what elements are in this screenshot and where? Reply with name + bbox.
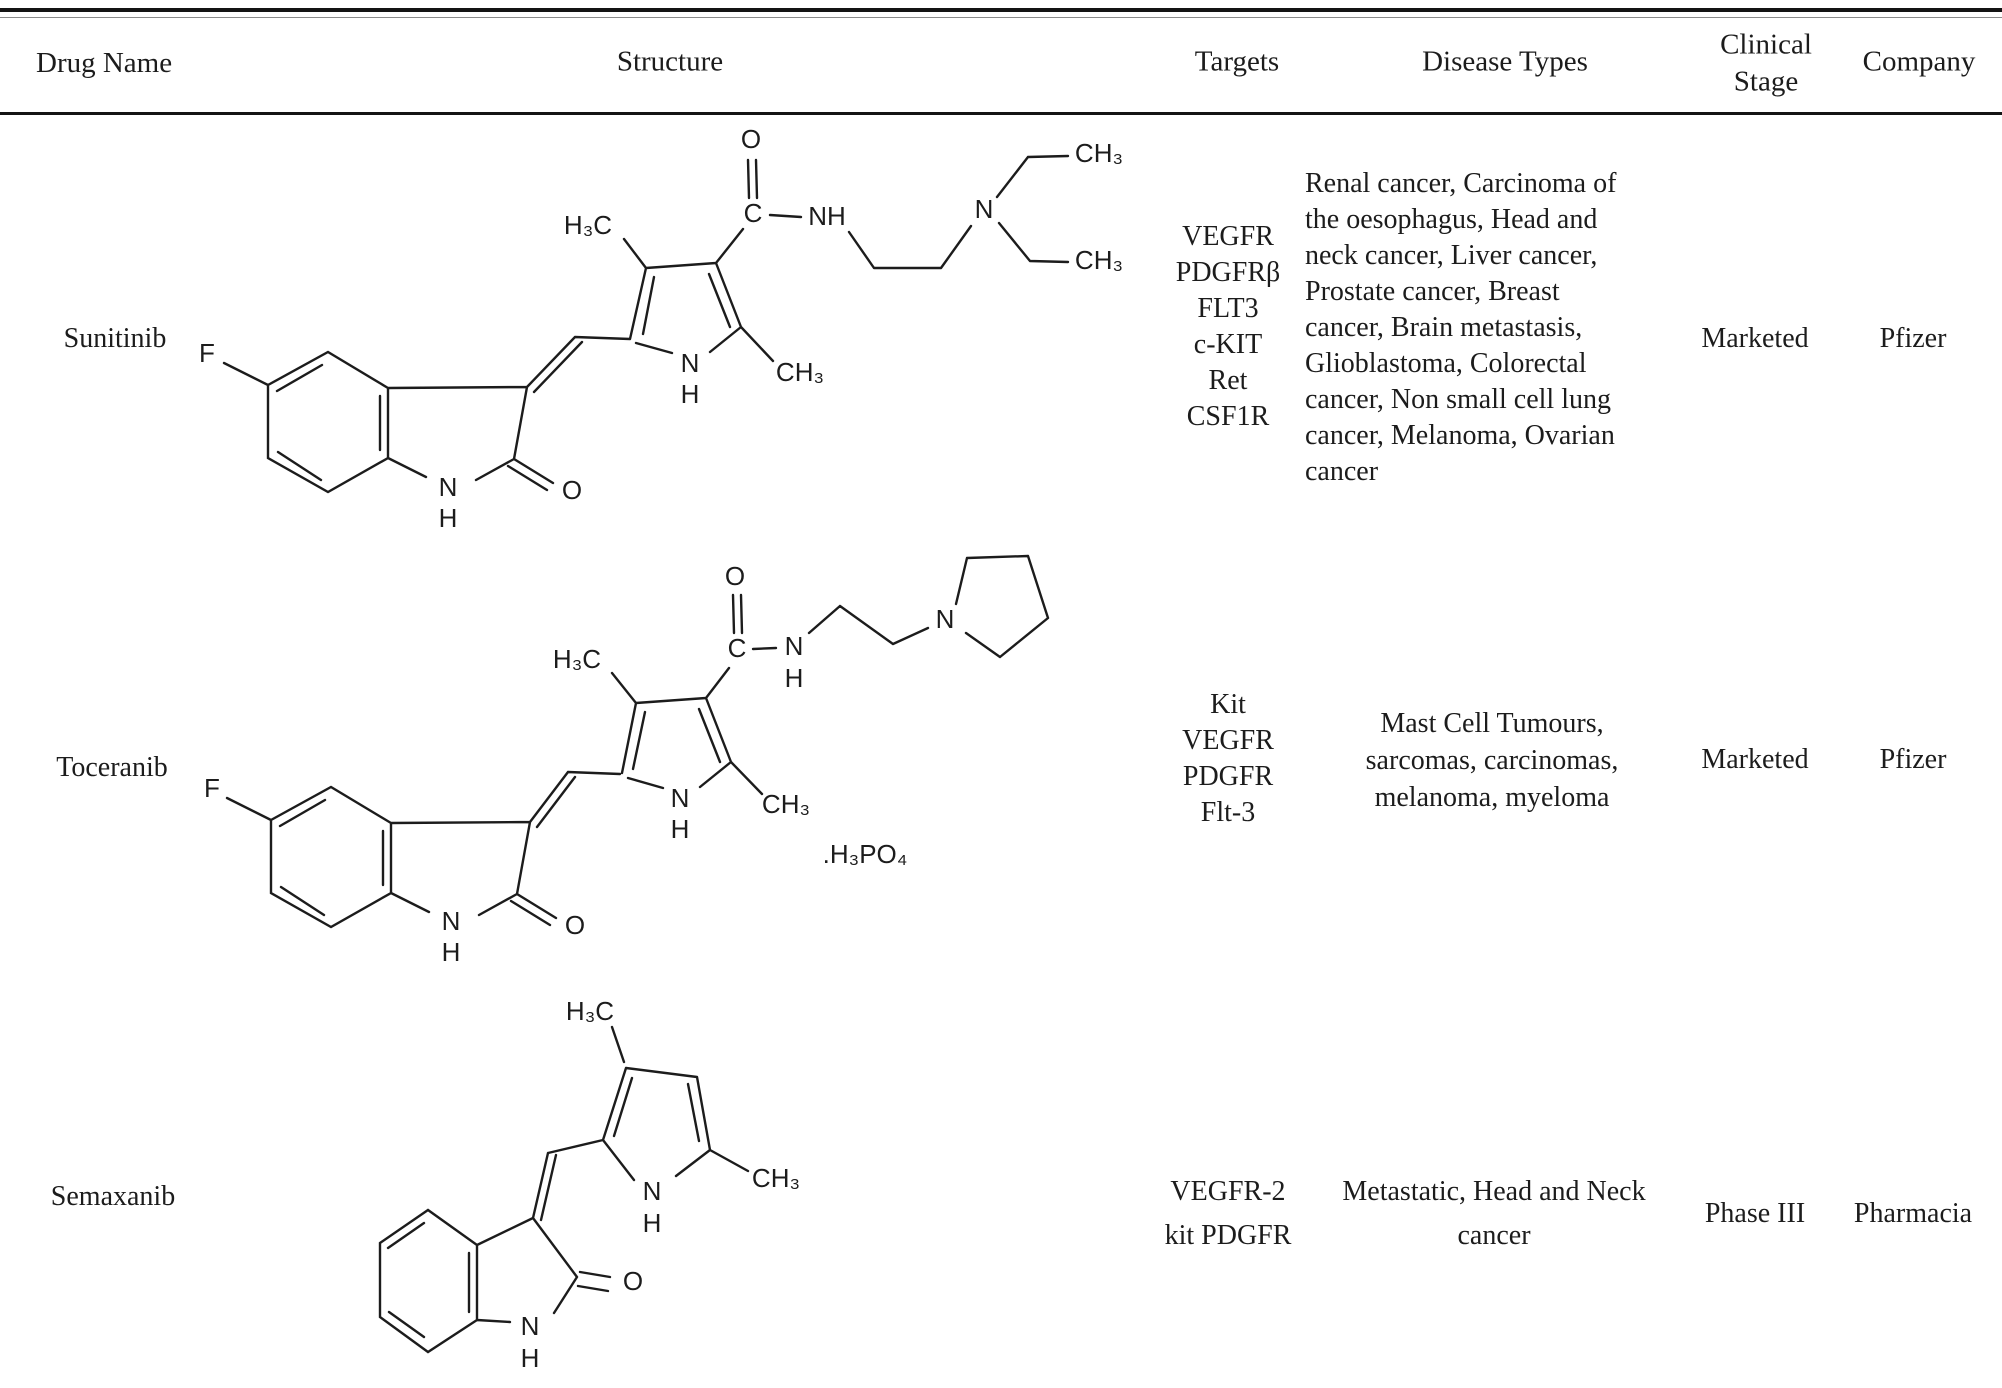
clinical-stage-semaxanib: Phase III [1704,1198,1806,1229]
methyl-label: CH₃ [1075,138,1123,168]
disease-types-toceranib: Mast Cell Tumours, sarcomas, carcinomas,… [1366,705,1619,816]
target-item: VEGFR [1182,725,1274,756]
disease-line: neck cancer, Liver cancer, [1305,240,1598,271]
clinical-stage-sunitinib: Marketed [1701,323,1809,354]
methyl-label: H₃C [566,996,614,1026]
hydrogen-label: H [671,814,690,844]
toceranib-atom-labels: F O N H N H H₃C CH₃ C O N H N .H₃PO₄ [204,561,954,967]
phosphate-salt-label: .H₃PO₄ [823,839,908,869]
nitrogen-label: N [671,783,690,813]
disease-line: Mast Cell Tumours, [1380,708,1604,739]
header-bottom-rule [0,112,2002,115]
company-semaxanib: Pharmacia [1853,1198,1973,1229]
hydrogen-label: H [439,503,458,533]
pyrrolidine-nitrogen-label: N [936,604,955,634]
target-item: CSF1R [1186,401,1270,432]
disease-line: Glioblastoma, Colorectal [1305,348,1587,379]
sunitinib-bonds [222,154,1070,494]
target-item: Flt-3 [1200,797,1256,828]
semaxanib-bonds [378,1025,750,1354]
amide-nh-label: NH [808,201,846,231]
disease-types-semaxanib: Metastatic, Head and Neck cancer [1342,1170,1645,1258]
column-header-structure: Structure [616,45,724,78]
carbon-label: C [728,633,747,663]
target-item: VEGFR [1182,221,1274,252]
company-sunitinib: Pfizer [1879,323,1947,354]
drug-name-semaxanib: Semaxanib [50,1181,176,1212]
nitrogen-label: N [442,906,461,936]
semaxanib-structure: O N H N H H₃C CH₃ [378,996,800,1373]
toceranib-bonds [225,554,1050,929]
disease-line: cancer [1305,456,1379,487]
disease-line: Metastatic, Head and Neck [1342,1176,1646,1207]
column-header-drug-name: Drug Name [36,47,173,79]
nitrogen-label: N [521,1311,540,1341]
hydrogen-label: H [681,379,700,409]
disease-line: sarcomas, carcinomas, [1365,745,1619,776]
column-header-disease-types: Disease Types [1422,45,1588,78]
table-top-rule-thin [0,17,2002,18]
column-header-company: Company [1862,45,1976,78]
hydrogen-label: H [643,1208,662,1238]
methyl-label: H₃C [553,644,601,674]
target-item: kit PDGFR [1164,1220,1292,1251]
toceranib-structure: F O N H N H H₃C CH₃ C O N H N .H₃PO₄ [204,554,1050,967]
drug-name-sunitinib: Sunitinib [63,323,167,354]
nitrogen-label: N [439,472,458,502]
disease-line: cancer, Non small cell lung [1305,384,1611,415]
methyl-label: H₃C [564,210,612,240]
methyl-label: CH₃ [762,789,810,819]
nitrogen-label: N [681,348,700,378]
sunitinib-structure: F O N H N H H₃C CH₃ C O NH N CH₃ CH₃ [199,124,1123,533]
targets-toceranib: Kit VEGFR PDGFR Flt-3 [1182,687,1274,831]
hydrogen-label: H [785,663,804,693]
drug-name-toceranib: Toceranib [56,752,168,783]
methyl-label: CH₃ [752,1163,800,1193]
target-item: VEGFR-2 [1170,1176,1286,1207]
methyl-label: CH₃ [1075,245,1123,275]
target-item: FLT3 [1197,293,1259,324]
oxygen-label: O [725,561,745,591]
methyl-label: CH₃ [776,357,824,387]
target-item: c-KIT [1193,329,1263,360]
disease-types-sunitinib: Renal cancer, Carcinoma of the oesophagu… [1305,166,1616,490]
oxygen-label: O [623,1266,643,1296]
target-item: Kit [1210,689,1246,720]
column-header-clinical: Clinical [1720,28,1812,61]
disease-line: cancer, Brain metastasis, [1305,312,1583,343]
disease-line: cancer [1457,1220,1531,1251]
disease-line: the oesophagus, Head and [1305,204,1598,235]
disease-line: Renal cancer, Carcinoma of [1305,168,1617,199]
oxygen-label: O [565,910,585,940]
target-item: Ret [1208,365,1248,396]
targets-semaxanib: VEGFR-2 kit PDGFR [1165,1170,1292,1258]
disease-line: cancer, Melanoma, Ovarian [1305,420,1615,451]
oxygen-label: O [741,124,761,154]
disease-line: melanoma, myeloma [1374,782,1610,813]
target-item: PDGFRβ [1175,257,1281,288]
clinical-stage-toceranib: Marketed [1701,744,1809,775]
fluorine-label: F [204,773,220,803]
hydrogen-label: H [521,1343,540,1373]
carbon-label: C [744,198,763,228]
sunitinib-atom-labels: F O N H N H H₃C CH₃ C O NH N CH₃ CH₃ [199,124,1123,533]
column-header-targets: Targets [1194,45,1280,78]
semaxanib-atom-labels: O N H N H H₃C CH₃ [521,996,800,1373]
amine-nitrogen-label: N [975,194,994,224]
targets-sunitinib: VEGFR PDGFRβ FLT3 c-KIT Ret CSF1R [1176,219,1281,435]
target-item: PDGFR [1182,761,1274,792]
disease-line: Prostate cancer, Breast [1305,276,1560,307]
hydrogen-label: H [442,937,461,967]
column-header-stage: Stage [1733,65,1799,98]
oxygen-label: O [562,475,582,505]
amide-nitrogen-label: N [785,631,804,661]
company-toceranib: Pfizer [1879,744,1947,775]
nitrogen-label: N [643,1176,662,1206]
table-top-rule [0,8,2002,12]
fluorine-label: F [199,338,215,368]
